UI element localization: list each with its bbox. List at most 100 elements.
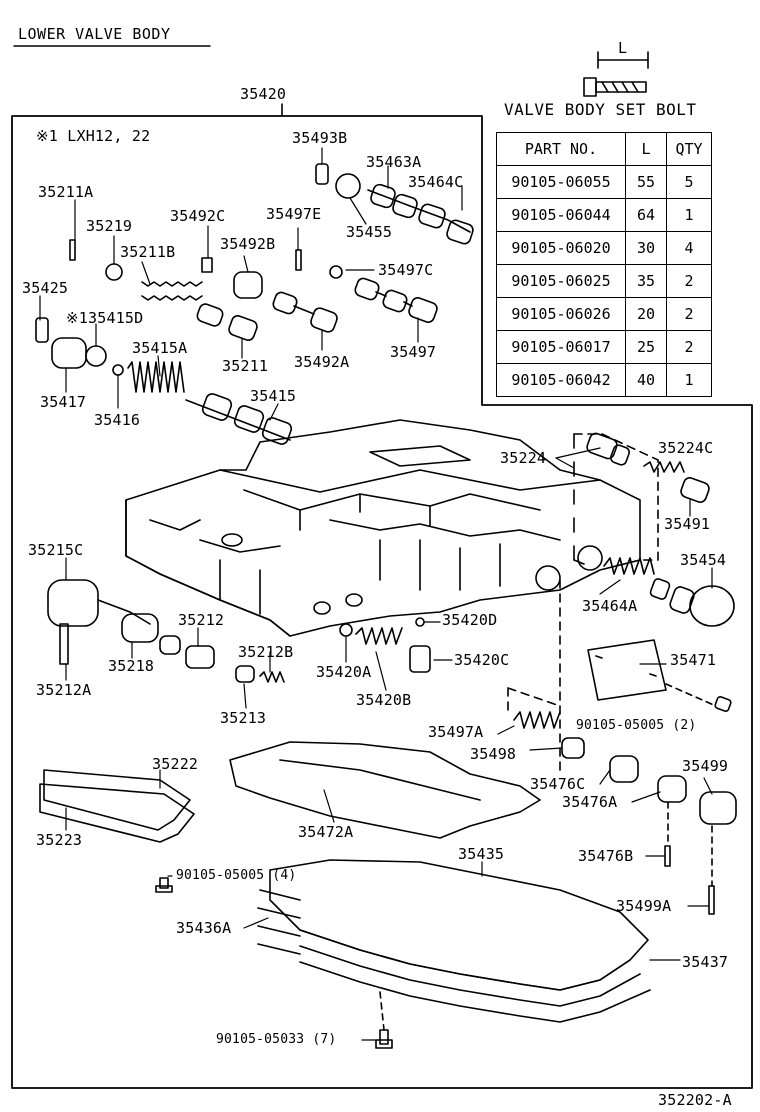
- callout-35476b: 35476B: [578, 847, 634, 865]
- length-value: 64: [625, 198, 667, 232]
- qty-value: 2: [666, 330, 712, 364]
- col-qty: QTY: [666, 132, 712, 166]
- callout-35464a: 35464A: [582, 597, 638, 615]
- callout-35420d: 35420D: [442, 611, 498, 629]
- plates-and-gaskets: [39, 741, 651, 1049]
- callout-35464c: 35464C: [408, 173, 464, 191]
- part-number: 90105-06044: [496, 198, 626, 232]
- qty-value: 1: [666, 198, 712, 232]
- part-number: 90105-06055: [496, 165, 626, 199]
- callout-35499a: 35499A: [616, 897, 672, 915]
- callout-35476c: 35476C: [530, 775, 586, 793]
- qty-value: 1: [666, 363, 712, 397]
- length-value: 25: [625, 330, 667, 364]
- figure-code: 352202-A: [658, 1091, 732, 1109]
- length-value: 55: [625, 165, 667, 199]
- callout-90105-05005-2: 90105-05005 (2): [576, 718, 697, 733]
- callout-35425: 35425: [22, 279, 69, 297]
- callout-35454: 35454: [680, 551, 727, 569]
- upper-valve-parts: [35, 163, 474, 445]
- callout-35420a: 35420A: [316, 663, 372, 681]
- qty-value: 5: [666, 165, 712, 199]
- callout-35435: 35435: [458, 845, 505, 863]
- callout-35497e: 35497E: [266, 205, 322, 223]
- part-number: 90105-06026: [496, 297, 626, 331]
- bolt-table-header: PART NO. L QTY: [496, 132, 712, 166]
- leader-lines: [39, 147, 713, 1041]
- footnote: ※1 LXH12, 22: [36, 127, 151, 145]
- callout-35420b: 35420B: [356, 691, 412, 709]
- length-value: 30: [625, 231, 667, 265]
- callout-90105-05033-7: 90105-05033 (7): [216, 1032, 337, 1047]
- length-value: 20: [625, 297, 667, 331]
- callout-35493b: 35493B: [292, 129, 348, 147]
- right-side-parts: [507, 432, 737, 915]
- bolt-sketch: [583, 51, 649, 97]
- callout-35415: 35415: [250, 387, 297, 405]
- bolt-table-title: VALVE BODY SET BOLT: [504, 100, 697, 119]
- valve-body-casting: [125, 419, 641, 637]
- callout-35223: 35223: [36, 831, 83, 849]
- callout-35224c: 35224C: [658, 439, 714, 457]
- callout-35476a: 35476A: [562, 793, 618, 811]
- callout-35491: 35491: [664, 515, 711, 533]
- col-length: L: [625, 132, 667, 166]
- callout-35492c: 35492C: [170, 207, 226, 225]
- callout-35212a: 35212A: [36, 681, 92, 699]
- callout-35420c: 35420C: [454, 651, 510, 669]
- length-value: 35: [625, 264, 667, 298]
- page-title: LOWER VALVE BODY: [18, 25, 171, 43]
- callout-35224: 35224: [500, 449, 547, 467]
- callout-135415d: ※135415D: [66, 309, 144, 327]
- callout-35211a: 35211A: [38, 183, 94, 201]
- assembly-frame: [11, 115, 753, 1089]
- length-value: 40: [625, 363, 667, 397]
- callout-35471: 35471: [670, 651, 717, 669]
- qty-value: 4: [666, 231, 712, 265]
- callout-35497a: 35497A: [428, 723, 484, 741]
- callout-35498: 35498: [470, 745, 517, 763]
- callout-35497c: 35497C: [378, 261, 434, 279]
- callout-35416: 35416: [94, 411, 141, 429]
- col-part-no: PART NO.: [496, 132, 626, 166]
- callout-35212b: 35212B: [238, 643, 294, 661]
- callout-35212: 35212: [178, 611, 225, 629]
- callout-35218: 35218: [108, 657, 155, 675]
- qty-value: 2: [666, 297, 712, 331]
- part-number: 90105-06025: [496, 264, 626, 298]
- qty-value: 2: [666, 264, 712, 298]
- callout-35436a: 35436A: [176, 919, 232, 937]
- callout-35497: 35497: [390, 343, 437, 361]
- callout-35463a: 35463A: [366, 153, 422, 171]
- callout-35211b: 35211B: [120, 243, 176, 261]
- left-lower-parts: [47, 579, 431, 683]
- callout-35219: 35219: [86, 217, 133, 235]
- callout-35492a: 35492A: [294, 353, 350, 371]
- bolt-length-label: L: [618, 39, 628, 57]
- callout-35213: 35213: [220, 709, 267, 727]
- part-number: 90105-06042: [496, 363, 626, 397]
- callout-35417: 35417: [40, 393, 87, 411]
- callout-35415a: 35415A: [132, 339, 188, 357]
- callout-35222: 35222: [152, 755, 199, 773]
- callout-35211: 35211: [222, 357, 269, 375]
- part-number: 90105-06020: [496, 231, 626, 265]
- callout-35215c: 35215C: [28, 541, 84, 559]
- callout-35499: 35499: [682, 757, 729, 775]
- callout-90105-05005-4: 90105-05005 (4): [176, 868, 297, 883]
- callout-35492b: 35492B: [220, 235, 276, 253]
- callout-35472a: 35472A: [298, 823, 354, 841]
- callout-35420: 35420: [240, 85, 287, 103]
- callout-35437: 35437: [682, 953, 729, 971]
- part-number: 90105-06017: [496, 330, 626, 364]
